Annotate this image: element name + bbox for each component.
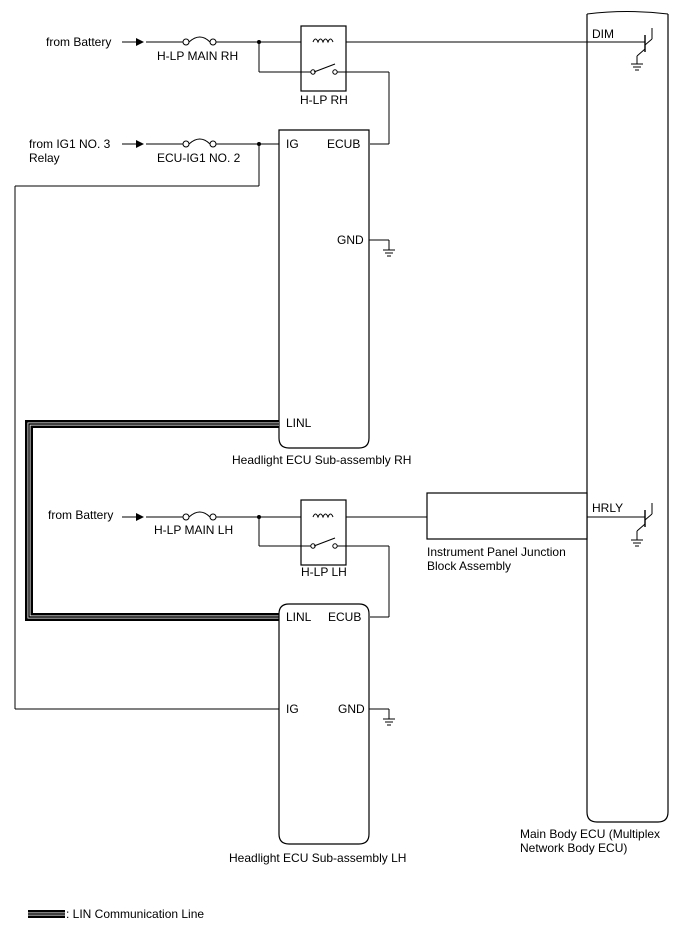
lh-ig-terminal: IG xyxy=(286,702,299,716)
ip-junction-label-line2: Block Assembly xyxy=(427,559,511,573)
top-battery-circuit xyxy=(122,25,587,145)
hlp-main-lh-fuse xyxy=(182,511,217,521)
main-body-ecu-label-line2: Network Body ECU) xyxy=(520,841,627,855)
ground-icon xyxy=(383,718,395,726)
ecu-ig1-fuse xyxy=(182,138,217,148)
hlp-main-lh-label: H-LP MAIN LH xyxy=(154,523,233,537)
headlight-ecu-lh-label: Headlight ECU Sub-assembly LH xyxy=(229,851,406,865)
from-ig1-label-line2: Relay xyxy=(29,151,60,165)
headlight-ecu-rh-label: Headlight ECU Sub-assembly RH xyxy=(232,453,411,467)
headlight-ecu-lh xyxy=(278,603,395,845)
ground-icon xyxy=(383,249,395,257)
ig1-circuit xyxy=(14,138,279,710)
hrly-transistor xyxy=(587,503,653,547)
main-body-ecu-label-line1: Main Body ECU (Multiplex xyxy=(520,827,660,841)
lh-gnd-terminal: GND xyxy=(338,702,365,716)
from-ig1-label-line1: from IG1 NO. 3 xyxy=(29,137,111,151)
from-battery-bottom-label: from Battery xyxy=(48,508,113,522)
hlp-lh-label: H-LP LH xyxy=(301,565,347,579)
lin-communication-line xyxy=(25,420,279,621)
hlp-lh-relay xyxy=(300,499,347,566)
from-battery-top-label: from Battery xyxy=(46,35,111,49)
instrument-panel-junction-block xyxy=(426,492,588,540)
ip-junction-label-line1: Instrument Panel Junction xyxy=(427,545,566,559)
rh-gnd-terminal: GND xyxy=(337,233,364,247)
dim-transistor xyxy=(587,28,653,71)
ground-icon xyxy=(631,539,643,547)
rh-linl-terminal: LINL xyxy=(286,416,312,430)
dim-terminal-label: DIM xyxy=(592,27,614,41)
relay-coil-icon xyxy=(312,513,334,519)
lh-ecub-terminal: ECUB xyxy=(328,610,361,624)
ecu-ig1-no2-label: ECU-IG1 NO. 2 xyxy=(157,151,241,165)
relay-coil-icon xyxy=(312,38,334,44)
ground-icon xyxy=(631,63,643,71)
hlp-rh-relay xyxy=(300,25,347,92)
hrly-terminal-label: HRLY xyxy=(592,501,623,515)
headlight-ecu-rh xyxy=(278,129,395,449)
rh-ecub-terminal: ECUB xyxy=(327,137,360,151)
hlp-main-rh-label: H-LP MAIN RH xyxy=(157,49,238,63)
hlp-main-rh-fuse xyxy=(182,36,217,46)
main-body-ecu xyxy=(586,11,669,823)
rh-ig-terminal: IG xyxy=(286,137,299,151)
lh-linl-terminal: LINL xyxy=(286,610,312,624)
bottom-battery-circuit xyxy=(122,499,427,618)
hlp-rh-label: H-LP RH xyxy=(300,93,348,107)
legend-label: : LIN Communication Line xyxy=(66,907,204,921)
